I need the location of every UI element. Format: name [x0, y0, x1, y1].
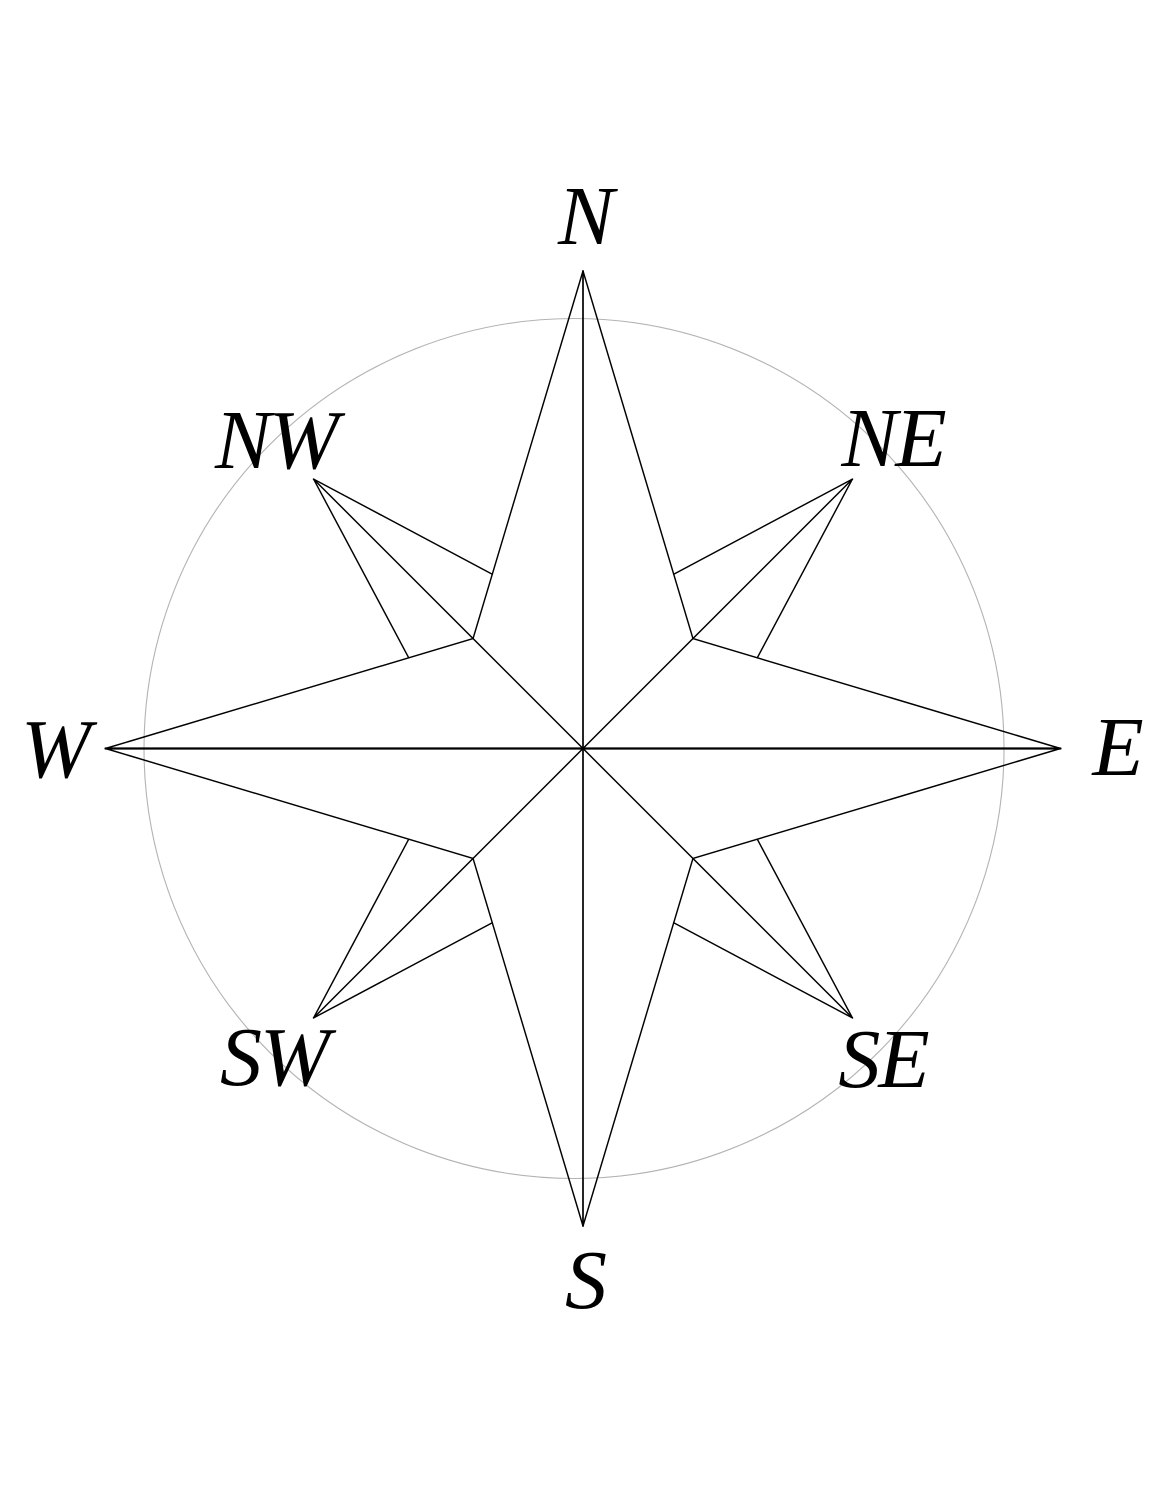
edge-ne-e: [756, 478, 854, 659]
diagonal-ne-sw: [312, 478, 854, 1019]
direction-label-w: W: [21, 703, 91, 796]
edge-ne-n: [672, 478, 854, 575]
edge-sw-w: [312, 838, 410, 1019]
edge-w-sw: [104, 747, 474, 860]
edge-s-sw: [472, 857, 584, 1227]
direction-label-sw: SW: [220, 1011, 330, 1104]
edge-n-nw: [472, 270, 584, 640]
edge-e-ne: [692, 637, 1062, 750]
direction-label-ne: NE: [841, 392, 946, 485]
edge-e-se: [692, 747, 1062, 860]
direction-label-e: E: [1092, 701, 1143, 794]
direction-label-s: S: [565, 1234, 607, 1327]
edge-sw-s: [312, 922, 494, 1019]
direction-label-n: N: [557, 170, 614, 263]
edge-nw-w: [312, 478, 410, 659]
edge-se-e: [756, 838, 854, 1019]
direction-label-nw: NW: [215, 394, 339, 487]
edge-s-se: [582, 857, 694, 1227]
edge-n-ne: [582, 270, 694, 640]
edge-w-nw: [104, 637, 474, 750]
edge-se-s: [672, 922, 854, 1019]
direction-label-se: SE: [838, 1013, 929, 1106]
edge-nw-n: [312, 478, 494, 575]
